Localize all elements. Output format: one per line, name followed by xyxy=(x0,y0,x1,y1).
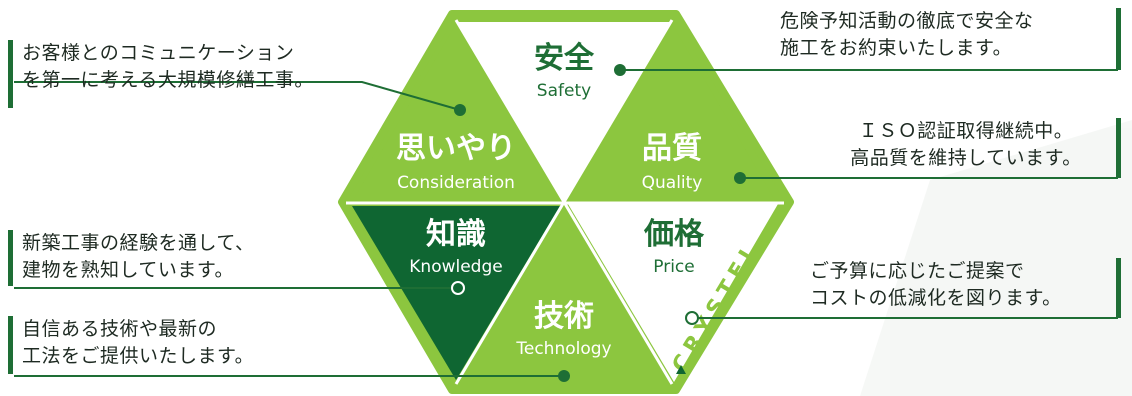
callout-quality: ＩＳＯ認証取得継続中。 高品質を維持しています。 xyxy=(826,118,1106,172)
segment-consideration-subtitle: Consideration xyxy=(397,173,515,193)
callout-quality-line2: 高品質を維持しています。 xyxy=(850,147,1082,169)
segment-quality-subtitle: Quality xyxy=(642,173,703,193)
logo-triangle-icon xyxy=(676,365,686,374)
segment-knowledge-subtitle: Knowledge xyxy=(409,257,502,277)
callout-knowledge-line1: 新築工事の経験を通して、 xyxy=(22,232,255,254)
segment-price-title: 価格 xyxy=(643,217,705,252)
dot-quality xyxy=(734,172,746,184)
dot-knowledge xyxy=(451,281,465,295)
callout-price-line2: コストの低減化を図ります。 xyxy=(810,287,1062,309)
callout-quality-bar xyxy=(1116,118,1121,178)
dot-technology xyxy=(558,370,570,382)
callout-knowledge-line2: 建物を熟知しています。 xyxy=(22,259,235,281)
segment-quality xyxy=(568,24,776,202)
callout-consideration-line1: お客様とのコミュニケーション xyxy=(22,42,295,64)
callout-technology-bar xyxy=(8,316,13,374)
dot-consideration xyxy=(454,104,466,116)
segment-knowledge-title: 知識 xyxy=(426,217,486,252)
segment-safety-subtitle: Safety xyxy=(537,81,591,101)
callout-safety-line1: 危険予知活動の徹底で安全な xyxy=(780,10,1034,32)
connector-lines xyxy=(14,69,1118,377)
background-decoration xyxy=(860,120,1132,396)
segment-consideration-title: 思いやり xyxy=(396,131,516,166)
segment-technology-subtitle: Technology xyxy=(515,339,611,359)
callout-technology: 自信ある技術や最新の 工法をご提供いたします。 xyxy=(22,316,254,370)
callout-quality-line1: ＩＳＯ認証取得継続中。 xyxy=(858,120,1074,142)
callout-consideration: お客様とのコミュニケーション を第一に考える大規模修繕工事。 xyxy=(22,40,314,94)
segment-technology xyxy=(458,206,670,382)
segment-price xyxy=(568,204,778,382)
callout-consideration-bar xyxy=(8,40,13,108)
dot-price xyxy=(685,311,699,325)
callout-safety-line2: 施工をお約束いたします。 xyxy=(780,37,1013,59)
callout-technology-line2: 工法をご提供いたします。 xyxy=(22,345,255,367)
callout-safety: 危険予知活動の徹底で安全な 施工をお約束いたします。 xyxy=(780,8,1034,62)
callout-knowledge-bar xyxy=(8,230,13,286)
segment-technology-title: 技術 xyxy=(534,299,594,334)
connector-consideration xyxy=(14,81,461,111)
callout-safety-bar xyxy=(1116,8,1121,70)
segment-quality-title: 品質 xyxy=(642,131,702,166)
callout-consideration-line2: を第一に考える大規模修繕工事。 xyxy=(22,69,314,91)
callout-price: ご予算に応じたご提案で コストの低減化を図ります。 xyxy=(810,258,1062,312)
callout-technology-line1: 自信ある技術や最新の xyxy=(22,318,218,340)
callout-price-line1: ご予算に応じたご提案で xyxy=(810,260,1025,282)
segment-dividers xyxy=(346,19,784,385)
segment-price-subtitle: Price xyxy=(653,257,694,277)
callout-knowledge: 新築工事の経験を通して、 建物を熟知しています。 xyxy=(22,230,254,284)
callout-price-bar xyxy=(1116,258,1121,318)
dot-safety xyxy=(614,64,626,76)
segment-safety-title: 安全 xyxy=(534,41,595,76)
